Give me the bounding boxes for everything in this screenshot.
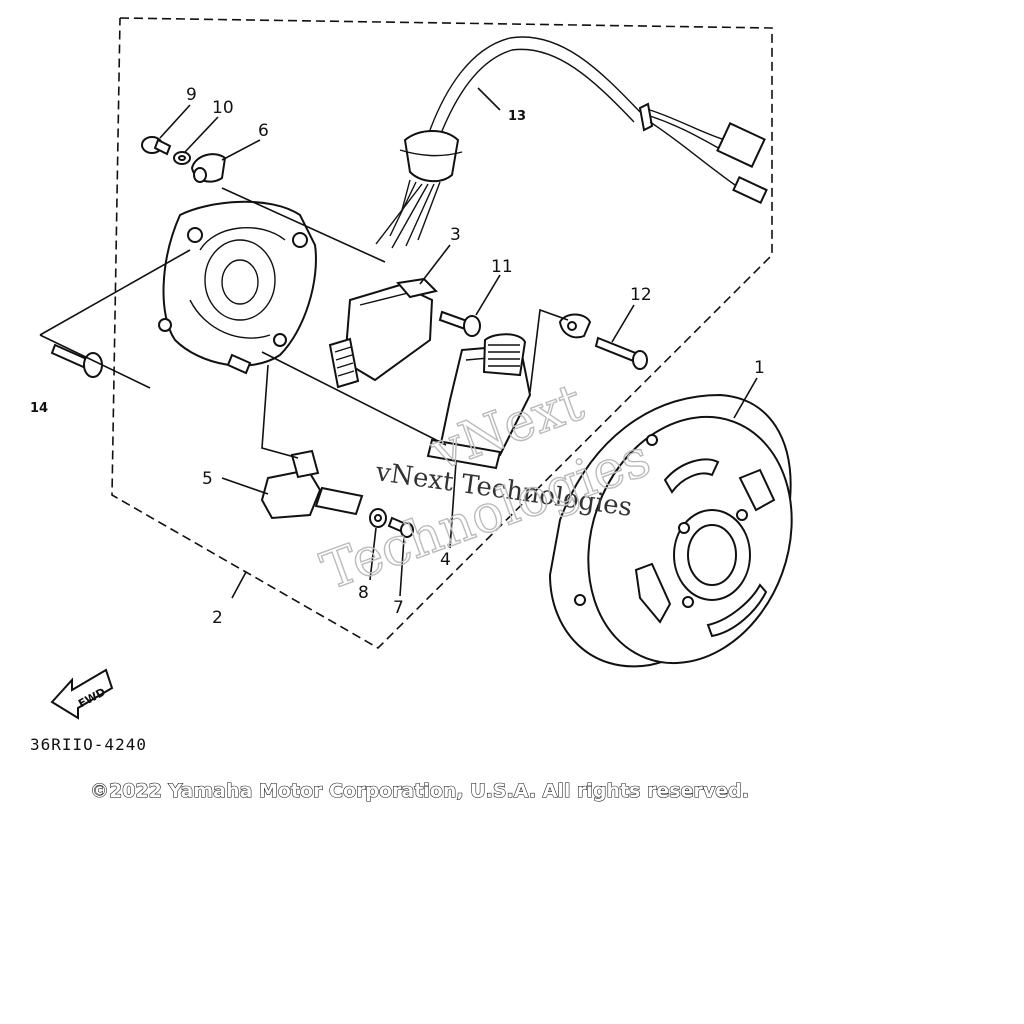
washer-part-8 (369, 508, 387, 528)
lighting-coil-part-3 (328, 277, 438, 389)
callout-7: 7 (393, 598, 404, 618)
pulser-part-5 (260, 449, 364, 520)
ignition-coil-part-4 (426, 333, 532, 470)
flywheel-rotor-part-1 (548, 393, 793, 668)
callout-12: 12 (630, 285, 652, 305)
stator-base-plate (158, 200, 317, 375)
callout-8: 8 (358, 583, 369, 603)
callout-14: 14 (30, 401, 48, 416)
callout-13: 13 (508, 109, 526, 124)
screw-part-9 (141, 136, 172, 156)
callout-6: 6 (258, 121, 269, 141)
screw-part-7 (387, 516, 414, 538)
callout-3: 3 (450, 225, 461, 245)
callout-10: 10 (212, 98, 234, 118)
leader-lines (39, 87, 758, 599)
clamp-part-6 (190, 153, 227, 183)
screw-part-12 (594, 336, 648, 370)
copyright-notice: ©2022 Yamaha Motor Corporation, U.S.A. A… (90, 780, 749, 802)
fwd-arrow-icon: FWD (50, 668, 114, 720)
diagram-code: 36RIIO-4240 (30, 735, 147, 754)
washer-part-10 (173, 151, 191, 165)
callout-4: 4 (440, 550, 451, 570)
wire-harness-part (375, 36, 768, 249)
callout-2: 2 (212, 608, 223, 628)
callout-1: 1 (754, 358, 765, 378)
screw-part-11 (438, 310, 481, 337)
callout-5: 5 (202, 469, 213, 489)
assembly-boundary (111, 17, 773, 649)
callout-9: 9 (186, 85, 197, 105)
callout-11: 11 (491, 257, 513, 277)
